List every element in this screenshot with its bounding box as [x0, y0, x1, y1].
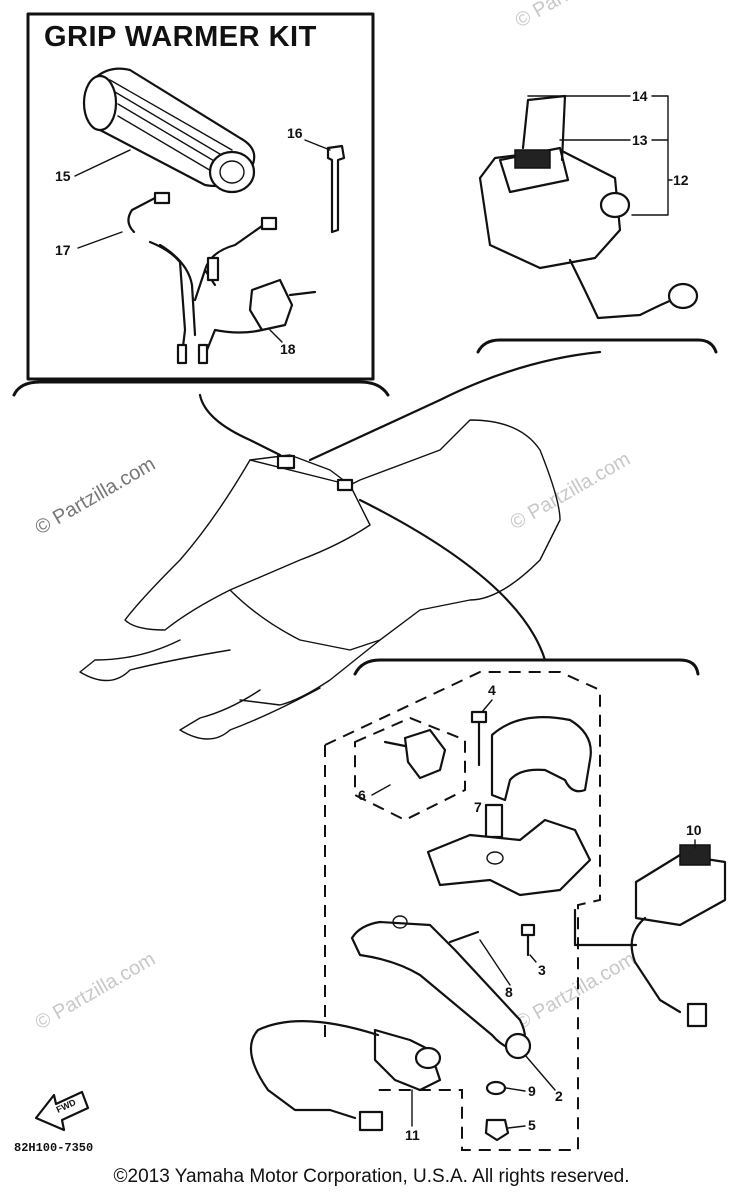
- kit-title: GRIP WARMER KIT: [44, 21, 317, 53]
- switch-bracket: [476, 338, 718, 354]
- diagram-code: 82H100-7350: [14, 1141, 93, 1155]
- callout-7: 7: [474, 799, 482, 815]
- watermark-right: © Partzilla.com: [507, 448, 635, 534]
- connector-wire: [127, 191, 171, 234]
- cable-tie: [326, 144, 346, 234]
- watermark-left: © Partzilla.com: [32, 453, 160, 539]
- callout-16: 16: [287, 125, 303, 141]
- callout-10: 10: [686, 822, 702, 838]
- grip-warmer-kit-box: GRIP WARMER KIT 15 16 17: [26, 12, 375, 381]
- watermark-lower-left: © Partzilla.com: [32, 948, 160, 1034]
- watermark-lower-right: © Partzilla.com: [512, 948, 640, 1034]
- arrow-kit-to-sled: [198, 393, 282, 457]
- callout-4: 4: [488, 682, 496, 698]
- callout-8: 8: [505, 984, 513, 1000]
- arrow-switch-to-sled: [308, 350, 602, 462]
- callout-3: 3: [538, 962, 546, 978]
- lever-assembly-parts: [249, 710, 727, 1142]
- callout-leaders-upper: [527, 95, 673, 216]
- copyright-footer: ©2013 Yamaha Motor Corporation, U.S.A. A…: [113, 1166, 630, 1187]
- callout-11: 11: [405, 1127, 420, 1143]
- callout-14: 14: [632, 88, 648, 104]
- lever-bracket: [353, 658, 700, 676]
- callout-6: 6: [358, 787, 366, 803]
- callout-17: 17: [55, 242, 71, 258]
- forward-arrow-icon: FWD: [34, 1090, 90, 1132]
- kit-bracket: [12, 380, 390, 397]
- switch-harness: [148, 216, 317, 365]
- callout-15: 15: [55, 168, 71, 184]
- heated-grip: [82, 67, 256, 194]
- callout-9: 9: [528, 1083, 536, 1099]
- watermark-top-right: © Partzilla.com: [512, 0, 640, 32]
- callout-2: 2: [555, 1088, 563, 1104]
- callout-13: 13: [632, 132, 648, 148]
- lever-assembly-outline: [324, 671, 601, 1151]
- throttle-switch-assembly: [478, 94, 699, 320]
- arrow-lever-to-sled: [358, 498, 547, 662]
- snowmobile-outline: [79, 419, 561, 740]
- callout-18: 18: [280, 341, 296, 357]
- callout-12: 12: [673, 172, 689, 188]
- sub-assembly-outline-6: [354, 716, 466, 822]
- callout-5: 5: [528, 1117, 536, 1133]
